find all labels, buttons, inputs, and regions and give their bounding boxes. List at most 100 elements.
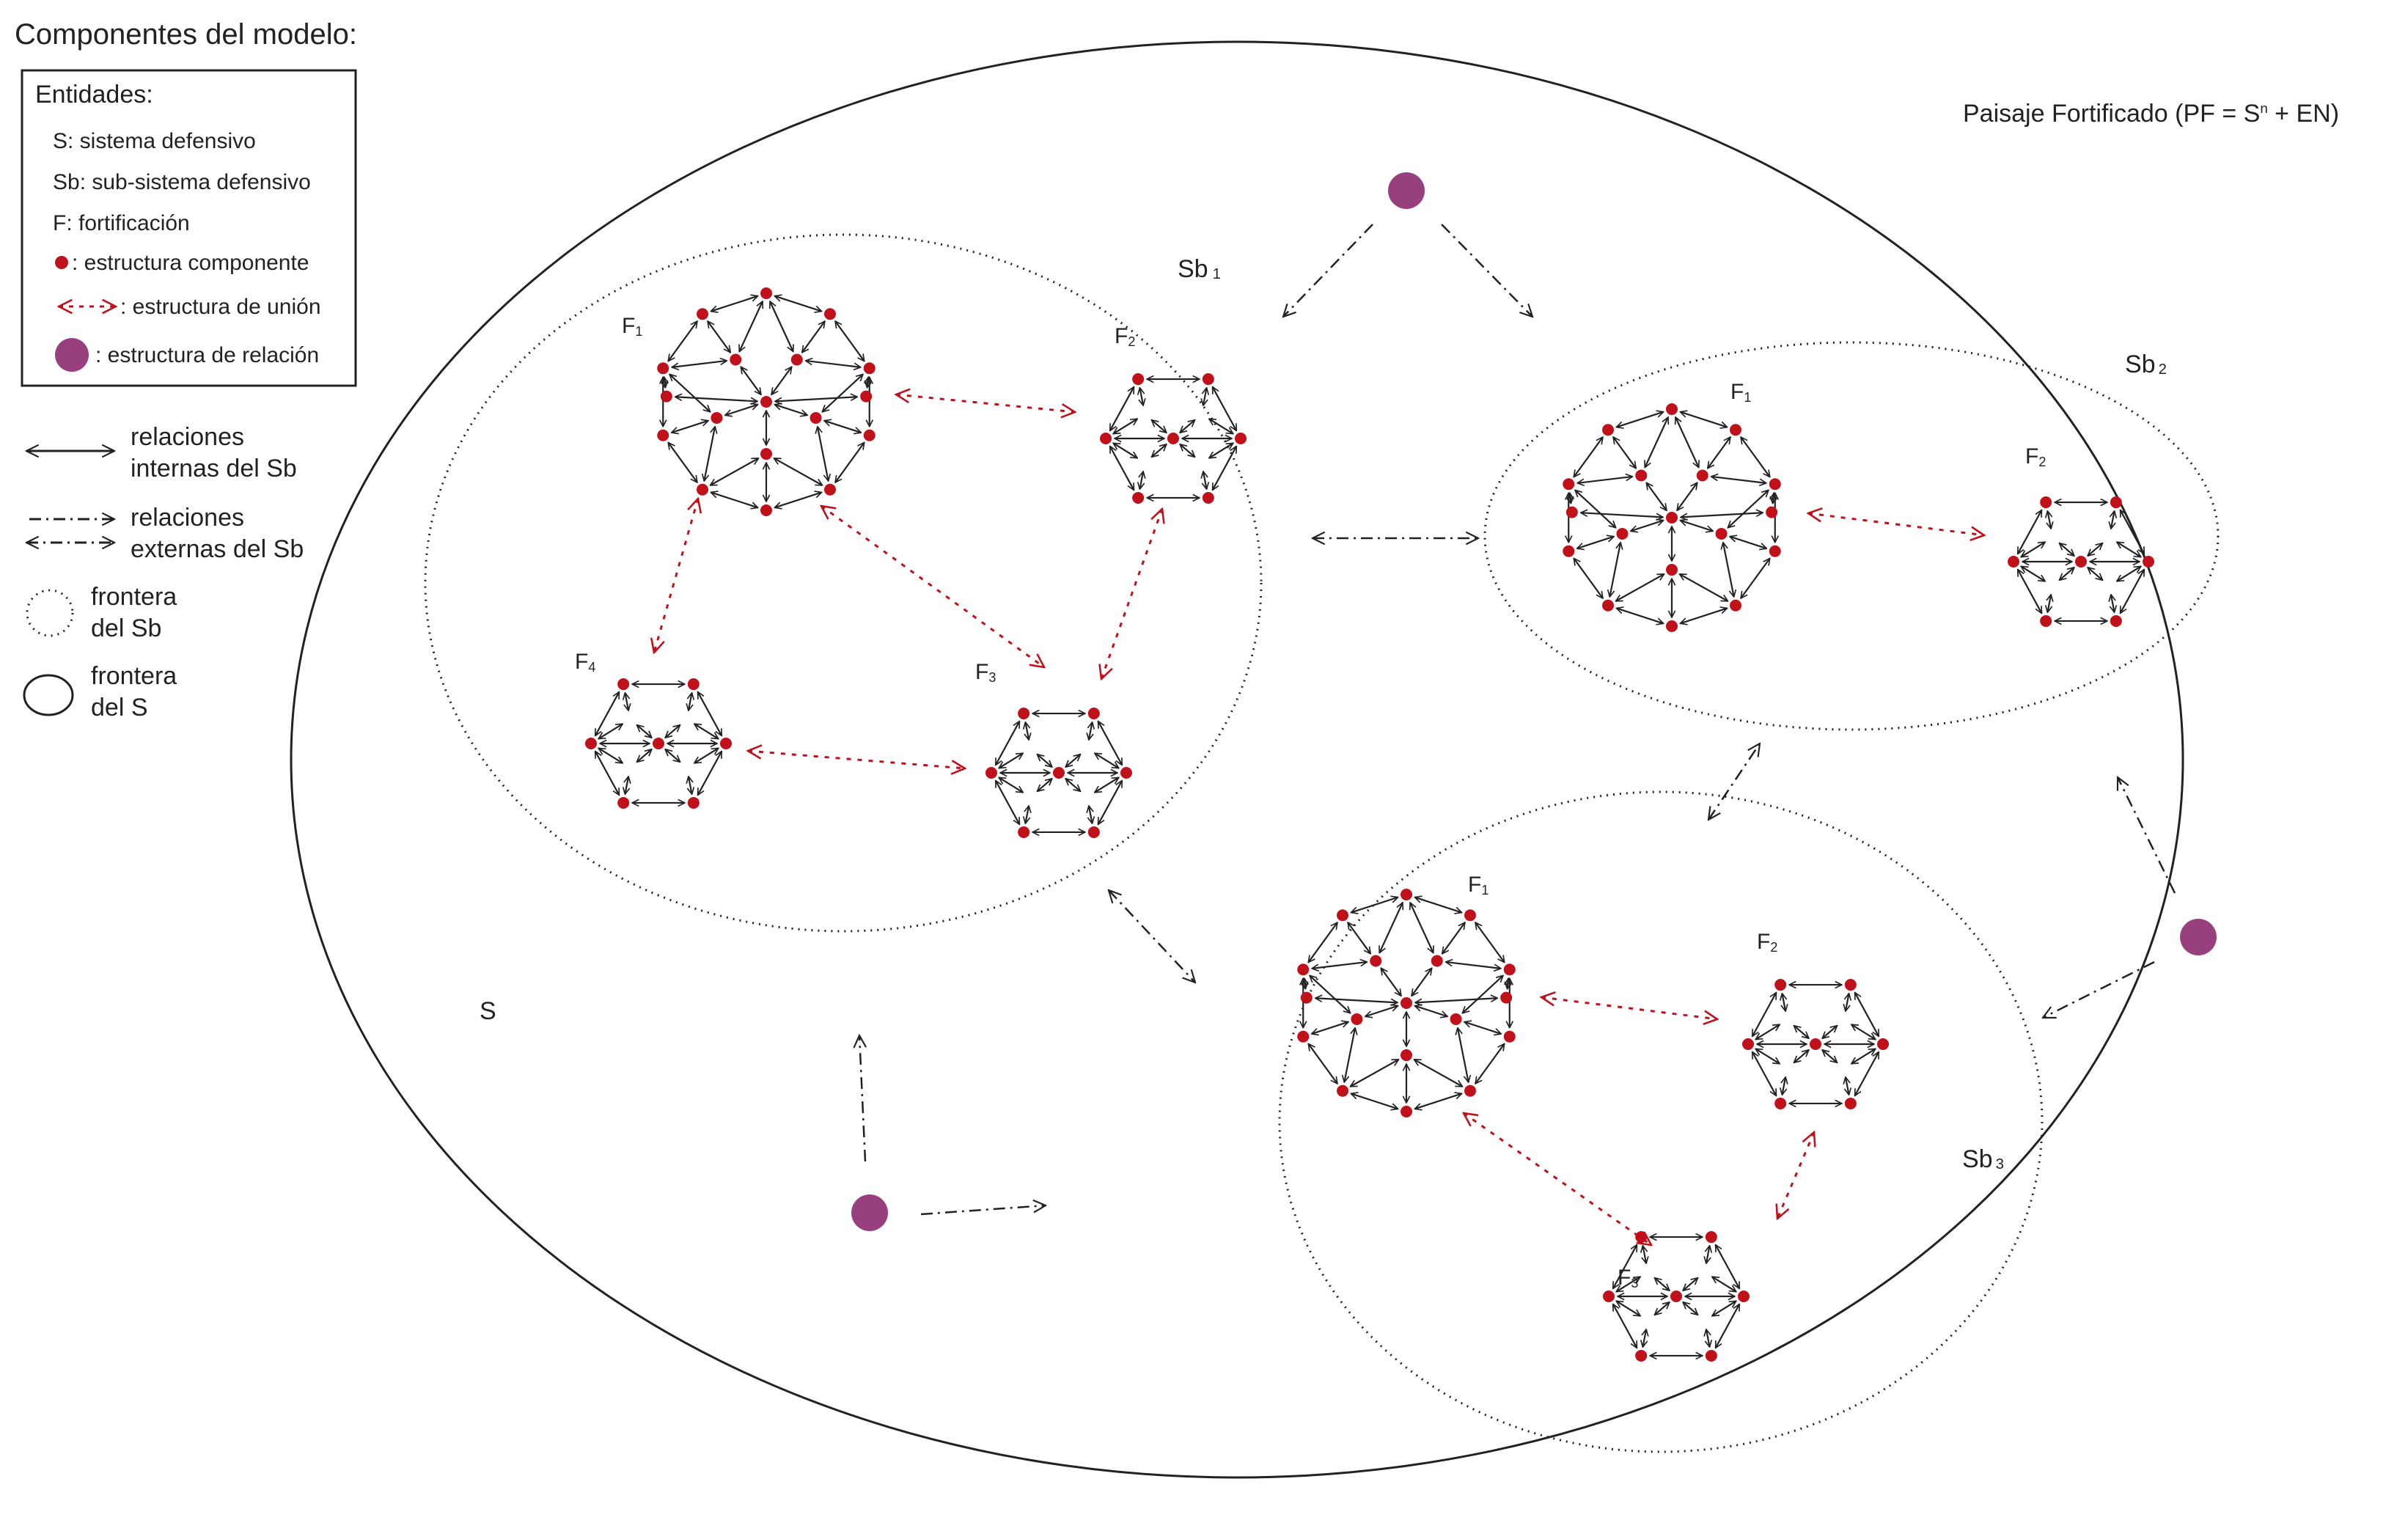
component-structure xyxy=(1370,955,1382,967)
internal-relation-arrow xyxy=(1574,558,1603,598)
legend-item-f: F: fortificación xyxy=(53,211,190,235)
internal-relation-arrow xyxy=(1095,753,1119,768)
internal-relation-arrow xyxy=(1446,962,1501,969)
internal-relation-arrow xyxy=(739,301,763,352)
legend-heading: Entidades: xyxy=(35,81,153,109)
internal-relation-arrow xyxy=(1723,543,1734,597)
internal-relation-arrow xyxy=(1095,777,1119,792)
component-structure xyxy=(687,796,700,809)
internal-relation-arrow xyxy=(625,776,628,794)
component-structure xyxy=(617,678,630,691)
fort-label-sb1-f4: F4 xyxy=(575,650,595,675)
internal-relation-arrow xyxy=(867,377,869,388)
component-structure xyxy=(1715,527,1728,540)
relation-arrow-top-right xyxy=(1441,224,1532,317)
internal-relation-arrow xyxy=(1348,922,1370,954)
component-structure xyxy=(1696,469,1708,482)
internal-relation-arrow xyxy=(1414,1093,1461,1109)
internal-relation-arrow xyxy=(1365,1006,1398,1017)
component-structure xyxy=(1337,909,1349,922)
component-structure xyxy=(1563,545,1575,557)
component-structure xyxy=(1351,1013,1363,1025)
component-structure xyxy=(1729,599,1741,612)
internal-relation-arrow xyxy=(1350,1058,1398,1087)
component-structure xyxy=(1616,527,1629,540)
internal-relation-arrow xyxy=(1794,1050,1808,1063)
component-structure xyxy=(1666,564,1678,576)
internal-relation-arrow xyxy=(1089,806,1093,823)
internal-relation-arrow xyxy=(1708,437,1730,469)
component-structure xyxy=(1565,506,1578,518)
internal-relation-arrow xyxy=(1755,1049,1780,1063)
internal-relation-arrow xyxy=(1113,419,1137,433)
internal-relation-arrow xyxy=(1711,477,1766,483)
fort-label-sb3-f1: F1 xyxy=(1468,873,1489,897)
internal-relation-arrow xyxy=(1351,897,1398,913)
internal-relation-arrow xyxy=(710,457,758,486)
subsystem-2-boundary xyxy=(1483,341,2220,731)
component-structure xyxy=(1132,373,1145,386)
component-structure xyxy=(1774,1097,1787,1109)
legend-external-label: relaciones externas del Sb xyxy=(131,504,304,563)
component-structure xyxy=(810,411,822,424)
internal-relation-arrow xyxy=(636,725,651,738)
relation-structure-bottom xyxy=(851,1194,888,1231)
component-structure xyxy=(1202,491,1214,504)
internal-relation-arrow xyxy=(1151,444,1166,458)
internal-relation-arrow xyxy=(694,748,719,763)
internal-relation-arrow xyxy=(774,296,821,312)
union-arrows xyxy=(654,394,1984,1245)
internal-relation-arrow xyxy=(835,321,865,361)
component-structure xyxy=(1810,1038,1821,1050)
internal-relation-arrow xyxy=(669,374,711,411)
component-structure xyxy=(1132,491,1145,504)
fortification-sb3-f3 xyxy=(1603,1231,1750,1362)
internal-relation-arrow xyxy=(1379,903,1403,953)
component-structure xyxy=(1729,424,1741,436)
component-structure xyxy=(2008,556,2019,568)
internal-relation-arrow xyxy=(704,427,715,481)
fortification-sb1-f4 xyxy=(585,678,732,809)
component-structure xyxy=(1300,991,1313,1004)
internal-relation-arrow xyxy=(1645,417,1668,468)
internal-relation-arrow xyxy=(636,749,651,763)
system-label: S xyxy=(480,997,496,1025)
internal-relation-arrow xyxy=(774,457,822,486)
fortification-sb3-f1 xyxy=(1297,889,1516,1117)
relation-arrow-right-left xyxy=(2043,961,2155,1019)
legend-sb-border-label: frontera del Sb xyxy=(91,583,184,642)
component-structure xyxy=(1297,1030,1310,1043)
legend-internal-label: relaciones internas del Sb xyxy=(131,423,297,482)
internal-relation-arrow xyxy=(1794,1026,1808,1039)
internal-relation-arrow xyxy=(1065,755,1080,768)
internal-relation-arrow xyxy=(1037,779,1051,792)
internal-relation-arrow xyxy=(672,421,708,433)
internal-relation-arrow xyxy=(1475,1043,1505,1084)
component-structure xyxy=(1450,1013,1462,1025)
internal-relation-arrow xyxy=(1139,388,1143,405)
component-structure xyxy=(1401,1049,1412,1062)
fort-label-sb3-f3: F3 xyxy=(1618,1266,1638,1290)
internal-relation-arrow xyxy=(1681,513,1763,517)
internal-relation-arrow xyxy=(1464,1022,1501,1034)
union-arrow-sb1-f2-f3 xyxy=(1101,509,1162,679)
component-structure xyxy=(760,287,772,299)
internal-relation-arrow xyxy=(1822,1026,1837,1039)
internal-relation-arrow xyxy=(1728,490,1769,527)
component-structure xyxy=(687,678,700,691)
internal-relation-arrow xyxy=(1312,962,1367,969)
component-structure xyxy=(1666,512,1678,524)
component-structure xyxy=(1635,1349,1648,1362)
component-structure xyxy=(1769,545,1781,557)
internal-relation-arrow xyxy=(1577,537,1614,548)
component-structure xyxy=(1401,1106,1412,1117)
fort-label-sb2-f1: F1 xyxy=(1730,380,1751,405)
legend-item-component: : estructura componente xyxy=(72,251,309,275)
union-arrow-sb3-f2-f3 xyxy=(1777,1132,1814,1219)
internal-relation-arrow xyxy=(694,724,719,738)
legend-item-union: : estructura de unión xyxy=(120,295,321,319)
component-structure xyxy=(730,353,742,366)
internal-relation-arrow xyxy=(1712,1301,1736,1315)
